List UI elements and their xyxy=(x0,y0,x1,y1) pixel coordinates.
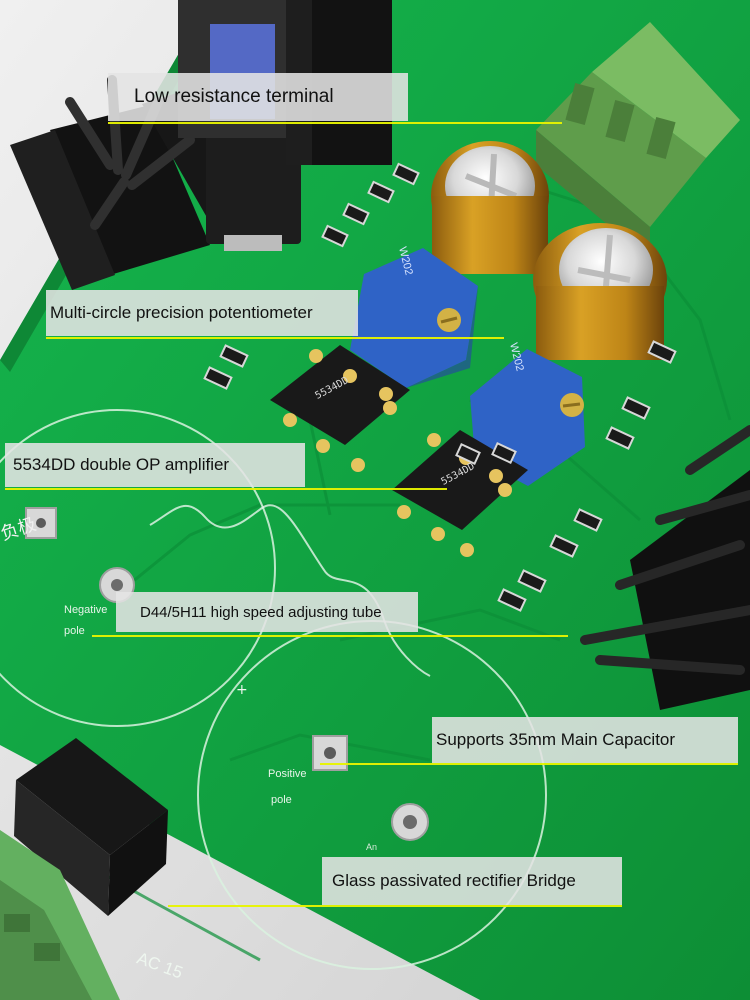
label-main-capacitor: Supports 35mm Main Capacitor xyxy=(432,717,738,763)
smd-components xyxy=(203,162,677,612)
positive-pole-text-line2: pole xyxy=(271,794,292,806)
hole-positive xyxy=(324,747,336,759)
negative-pole-text-line1: Negative xyxy=(64,604,108,616)
callout-lines xyxy=(5,122,738,907)
bridge-rectifier xyxy=(14,738,168,916)
negative-pole-text-line2: pole xyxy=(64,625,85,637)
potentiometer-1 xyxy=(350,248,478,388)
label-low-resistance-terminal: Low resistance terminal xyxy=(108,73,408,121)
positive-pole-text-line1: Positive xyxy=(268,768,307,780)
label-op-amplifier: 5534DD double OP amplifier xyxy=(5,443,305,487)
label-rectifier-bridge: Glass passivated rectifier Bridge xyxy=(322,857,622,905)
capacitor-outline-negative xyxy=(0,409,276,727)
terminal-block-bottom xyxy=(0,830,120,1000)
opamp-chip-1 xyxy=(270,345,410,472)
electrolytic-capacitor-1 xyxy=(431,141,549,274)
regulator-body xyxy=(206,124,301,244)
regulator-lead-block xyxy=(224,235,282,251)
plus-mark: + xyxy=(236,682,248,698)
hole-negative xyxy=(36,518,46,528)
round-hole-negative xyxy=(111,579,123,591)
label-multi-circle-potentiometer: Multi-circle precision potentiometer xyxy=(46,290,358,336)
label-adjusting-tube: D44/5H11 high speed adjusting tube xyxy=(116,592,418,632)
partial-board-text: An xyxy=(366,842,378,852)
round-hole-positive xyxy=(403,815,417,829)
electrolytic-capacitor-2 xyxy=(533,223,667,360)
heatsink-right xyxy=(580,425,750,710)
